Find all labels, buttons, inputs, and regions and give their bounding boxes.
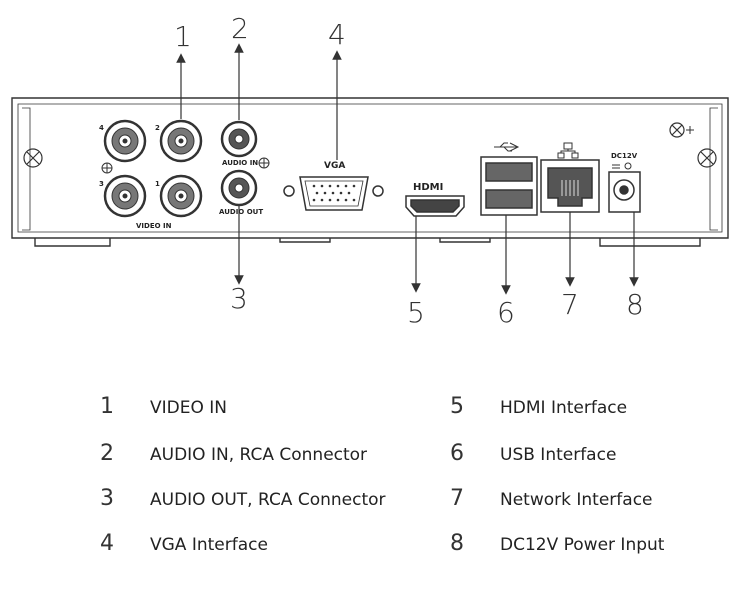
callout-number-5: 5: [407, 296, 425, 329]
bnc-connector-4: [103, 119, 147, 163]
legend-label: AUDIO OUT, RCA Connector: [150, 490, 386, 510]
legend-item-2: 2 AUDIO IN, RCA Connector: [100, 441, 367, 466]
legend-label: VIDEO IN: [150, 398, 227, 418]
screw-icon: [697, 148, 717, 168]
bnc-connector-2: [159, 119, 203, 163]
bnc-label-3: 3: [99, 180, 104, 188]
dc12v-panel-label: DC12V: [611, 152, 638, 160]
rj45-port: [540, 159, 600, 213]
dc-power-jack: [608, 171, 641, 213]
legend-number: 6: [450, 441, 464, 466]
legend-item-3: 3 AUDIO OUT, RCA Connector: [100, 486, 386, 511]
screw-icon: [23, 148, 43, 168]
ground-symbol-icon: [101, 162, 113, 174]
callout-number-1: 1: [174, 20, 192, 53]
legend-item-5: 5 HDMI Interface: [450, 394, 627, 419]
legend-label: USB Interface: [500, 445, 617, 465]
bnc-connector-1: [159, 174, 203, 218]
rear-panel-diagram: 4 2 3 1 VIDEO IN AUDIO IN AUDIO OUT VGA …: [11, 12, 729, 329]
network-icon: [557, 142, 579, 159]
legend-number: 5: [450, 394, 464, 419]
legend-item-1: 1 VIDEO IN: [100, 394, 227, 419]
legend-number: 1: [100, 394, 114, 419]
device-chassis: [11, 97, 729, 247]
hdmi-panel-label: HDMI: [413, 182, 443, 193]
bnc-label-4: 4: [99, 124, 104, 132]
legend-number: 2: [100, 441, 114, 466]
legend-item-6: 6 USB Interface: [450, 441, 616, 466]
callout-number-3: 3: [230, 282, 248, 315]
usb-ports: [480, 156, 538, 216]
vga-panel-label: VGA: [324, 161, 345, 171]
legend-item-4: 4 VGA Interface: [100, 531, 268, 556]
legend-item-8: 8 DC12V Power Input: [450, 531, 664, 556]
hdmi-port: [405, 195, 465, 217]
legend-item-7: 7 Network Interface: [450, 486, 653, 511]
usb-icon: [494, 142, 520, 152]
legend-label: DC12V Power Input: [500, 535, 665, 555]
legend-number: 8: [450, 531, 464, 556]
callout-number-4: 4: [328, 18, 346, 51]
legend-number: 7: [450, 486, 464, 511]
legend-number: 4: [100, 531, 114, 556]
callout-number-8: 8: [626, 288, 644, 321]
callout-number-6: 6: [497, 296, 515, 329]
legend-label: HDMI Interface: [500, 398, 628, 418]
legend-number: 3: [100, 486, 114, 511]
polarity-icon: [612, 162, 632, 170]
ground-screw-icon: [669, 122, 694, 138]
vga-port: [283, 176, 384, 211]
legend-label: AUDIO IN, RCA Connector: [150, 445, 368, 465]
video-in-bnc-group: [101, 119, 203, 218]
audio-out-panel-label: AUDIO OUT: [219, 208, 263, 216]
callout-number-2: 2: [231, 12, 249, 45]
legend-label: Network Interface: [500, 490, 653, 510]
audio-in-panel-label: AUDIO IN: [222, 159, 258, 167]
bnc-label-1: 1: [155, 180, 160, 188]
video-in-panel-label: VIDEO IN: [136, 222, 172, 230]
legend-label: VGA Interface: [150, 535, 268, 555]
callout-number-7: 7: [561, 288, 579, 321]
audio-in-rca-connector: [220, 120, 258, 158]
legend: 1 VIDEO IN 2 AUDIO IN, RCA Connector 3 A…: [0, 380, 742, 601]
bnc-label-2: 2: [155, 124, 160, 132]
audio-out-rca-connector: [220, 169, 258, 207]
ground-symbol-icon: [258, 157, 270, 169]
bnc-connector-3: [103, 174, 147, 218]
